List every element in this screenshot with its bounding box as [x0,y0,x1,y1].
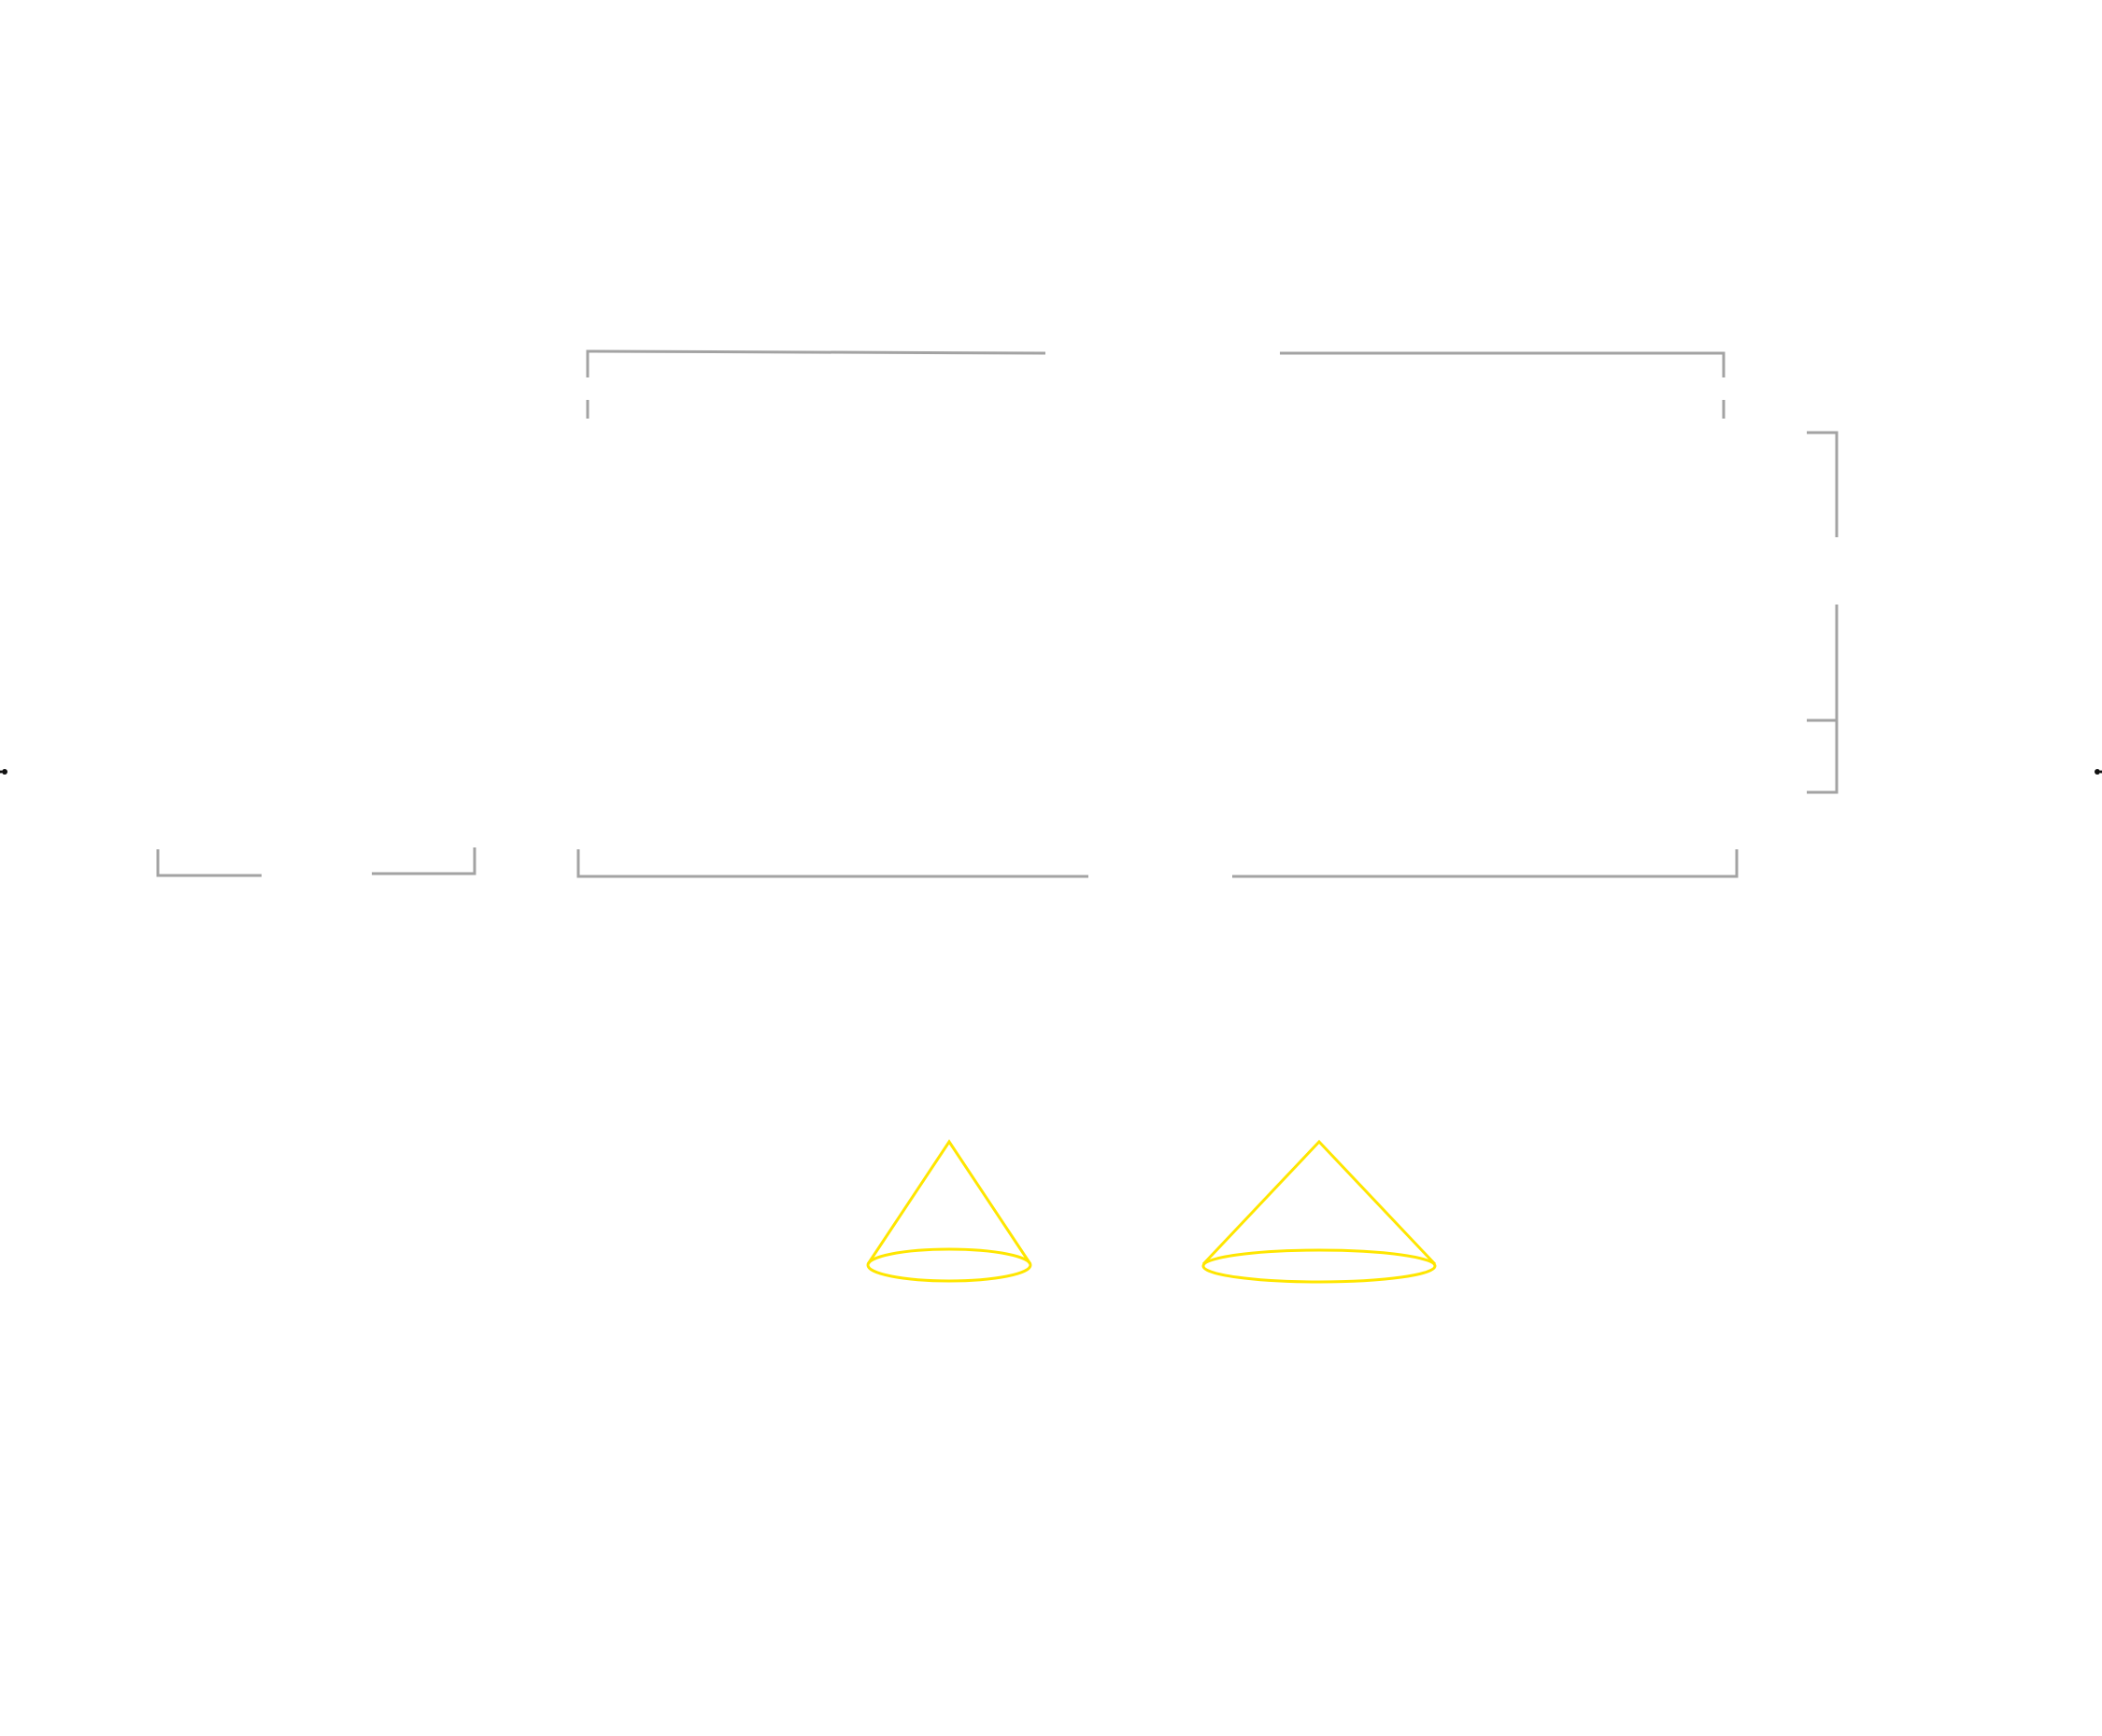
upper-right-bracket [1280,351,1726,419]
right-bracket-lower [1807,605,1839,794]
node-right [2095,769,2102,775]
upper-left-bracket [586,349,1046,419]
cone-right [1201,1139,1437,1284]
lower-left-small-bracket [156,847,476,877]
right-bracket-upper [1807,431,1839,537]
node-left [0,769,7,775]
cone-left [866,1139,1032,1283]
lower-main-bracket [576,849,1739,878]
